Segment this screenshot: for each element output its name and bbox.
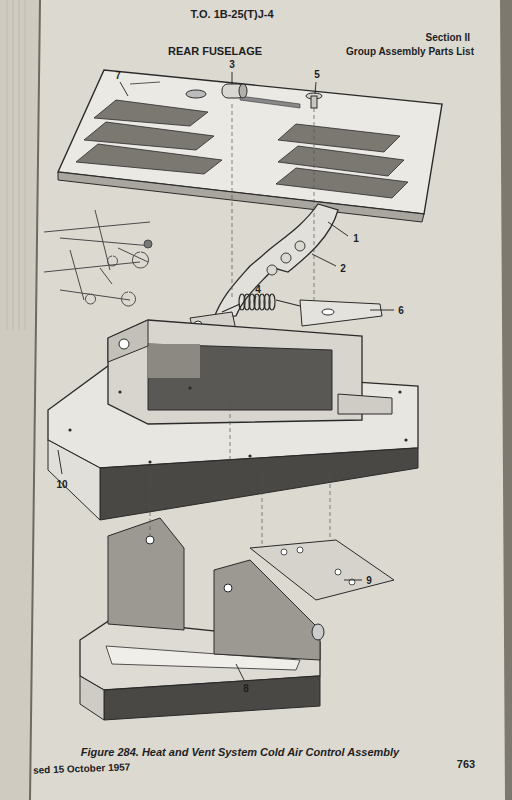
spring — [222, 294, 300, 312]
callout-number: 9 — [366, 575, 372, 586]
page-paper — [30, 0, 505, 800]
aircraft-sketch — [44, 210, 152, 306]
callout-number: 3 — [229, 59, 235, 70]
tech-order-number: T.O. 1B-25(T)J-4 — [190, 8, 273, 20]
stop-plate — [300, 300, 382, 326]
section-heading: Section II — [426, 32, 470, 43]
mounting-bracket — [80, 518, 324, 720]
figure-caption: Figure 284. Heat and Vent System Cold Ai… — [81, 746, 399, 758]
callout-number: 10 — [56, 479, 67, 490]
callout-number: 7 — [115, 70, 121, 81]
alignment-line — [150, 104, 330, 548]
callout-number: 1 — [353, 233, 359, 244]
page-number: 763 — [457, 758, 475, 770]
callout-number: 4 — [255, 284, 261, 295]
callout-number: 6 — [398, 305, 404, 316]
rivet — [306, 93, 322, 108]
facing-page-table — [2, 0, 30, 330]
knob — [222, 84, 247, 98]
callout-number: 5 — [314, 69, 320, 80]
callout-number: 8 — [243, 683, 249, 694]
housing-base — [48, 320, 418, 520]
page-title: REAR FUSELAGE — [168, 45, 262, 57]
page-gutter — [30, 0, 40, 800]
section-heading: Group Assembly Parts List — [346, 46, 474, 57]
leader-line — [58, 72, 394, 680]
louver-plate — [58, 70, 442, 222]
spring-coil — [269, 294, 275, 310]
callout-number: 2 — [340, 263, 346, 274]
facing-page — [0, 0, 40, 800]
